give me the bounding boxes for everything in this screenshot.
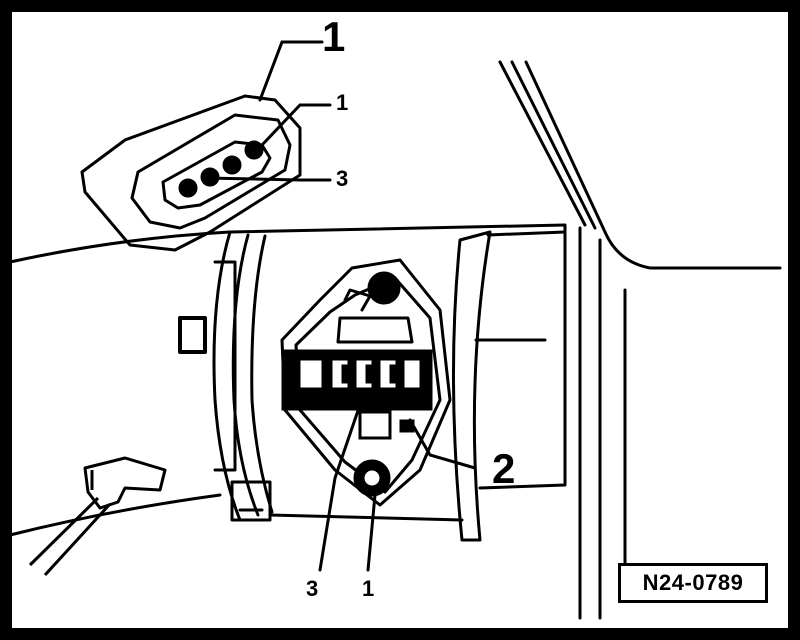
air-mass-meter-body [178,223,567,542]
connector-housing [80,94,302,252]
figure-code: N24-0789 [642,570,744,595]
sensor-plate [280,258,452,507]
body-panel-lines [498,60,782,620]
wire-clip [28,456,167,577]
hose-bottom-edge [8,493,222,537]
callout-leaders [203,40,477,572]
callout-3-connector-pin: 3 [336,166,349,191]
figure-code-box: N24-0789 [618,563,768,603]
sensor-terminal-block [281,349,433,440]
callout-2-sensor: 2 [492,445,516,492]
callout-3-sensor-pin: 3 [306,576,319,601]
callout-1-connector-pin: 1 [336,90,349,115]
hose-top-edge [8,230,232,264]
mounting-screws [353,271,401,497]
callout-1-sensor-pin: 1 [362,576,375,601]
callout-1-connector: 1 [322,13,346,60]
